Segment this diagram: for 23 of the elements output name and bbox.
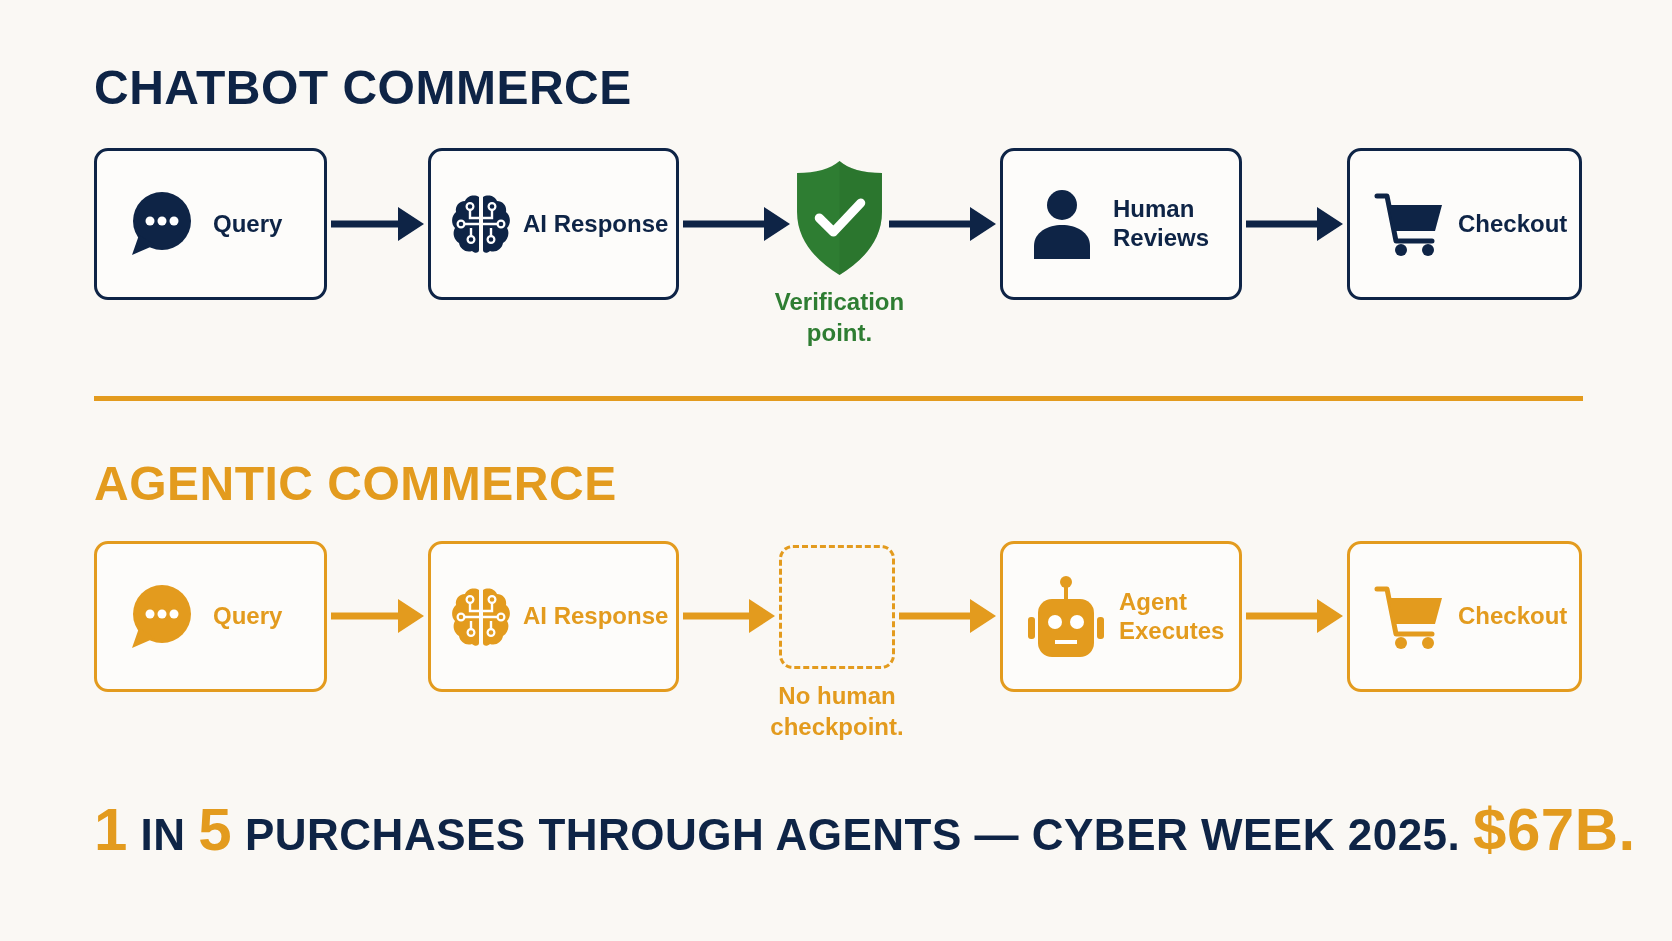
step-box (1000, 148, 1242, 300)
section-heading: CHATBOT COMMERCE (94, 64, 632, 112)
step-label: Agent Executes (1119, 587, 1226, 646)
shield-check-icon (794, 160, 885, 276)
dashed-placeholder-box (779, 545, 895, 669)
step-box (428, 148, 679, 300)
step-label: Query (213, 602, 283, 631)
step-label: AI Response (523, 209, 669, 239)
step-label: Human Reviews (1113, 195, 1211, 253)
step-caption: Verification point. (773, 287, 906, 349)
step-label: Query (213, 209, 283, 239)
step-box (1347, 148, 1582, 300)
step-box (1347, 541, 1582, 692)
step-label: Checkout (1458, 209, 1568, 239)
step-label: Checkout (1458, 602, 1568, 631)
stat-headline: 1 IN 5 PURCHASES THROUGH AGENTS — CYBER WEEK 2025. $67B. (94, 800, 1636, 860)
step-box (1000, 541, 1242, 692)
section-heading: AGENTIC COMMERCE (94, 460, 617, 508)
step-box (428, 541, 679, 692)
step-caption: No human checkpoint. (769, 681, 905, 743)
step-box (94, 148, 327, 300)
step-label: AI Response (523, 602, 669, 631)
step-box (94, 541, 327, 692)
